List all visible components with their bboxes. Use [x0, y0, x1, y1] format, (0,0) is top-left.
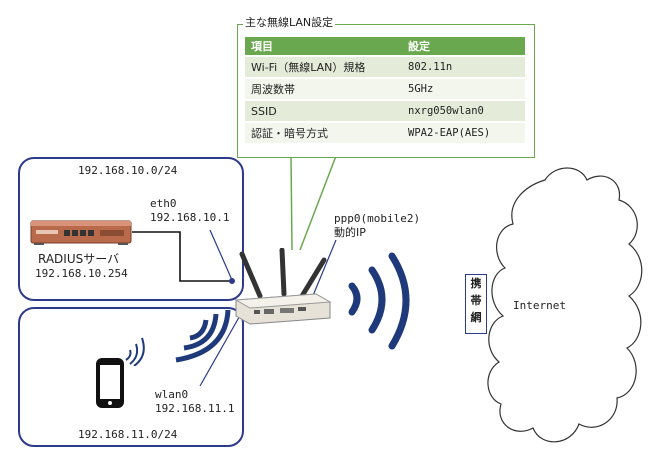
- wlan0-label: wlan0: [155, 388, 189, 401]
- row-value: nxrg050wlan0: [402, 101, 525, 121]
- row-item: SSID: [245, 101, 402, 121]
- radius-server-label: RADIUSサーバ: [38, 252, 120, 266]
- table-row: Wi-Fi（無線LAN）規格 802.11n: [245, 57, 525, 77]
- lan-top-network: 192.168.10.0/24: [78, 164, 178, 177]
- internet-label: Internet: [513, 299, 566, 312]
- wireless-settings-table: 項目 設定 Wi-Fi（無線LAN）規格 802.11n 周波数帯 5GHz S…: [245, 35, 525, 145]
- row-item: Wi-Fi（無線LAN）規格: [245, 57, 402, 77]
- internet-cloud: [487, 167, 643, 443]
- table-row: SSID nxrg050wlan0: [245, 101, 525, 121]
- header-item: 項目: [245, 37, 402, 55]
- header-setting: 設定: [402, 37, 525, 55]
- wlan-waves-icon: [175, 309, 231, 363]
- ppp0-ip-type: 動的IP: [334, 226, 366, 239]
- mobile-network-label: 携 帯 網: [465, 274, 487, 334]
- eth0-ip: 192.168.10.1: [150, 211, 230, 224]
- router-icon: [234, 248, 332, 325]
- table-row: 周波数帯 5GHz: [245, 79, 525, 99]
- eth0-label: eth0: [150, 197, 177, 210]
- radius-server-ip: 192.168.10.254: [35, 267, 128, 280]
- table-row: 認証・暗号方式 WPA2-EAP(AES): [245, 123, 525, 143]
- smartphone-icon: [96, 358, 124, 408]
- row-value: WPA2-EAP(AES): [402, 123, 525, 143]
- mobile-radio-waves-icon: [348, 252, 410, 350]
- lan-bottom-network: 192.168.11.0/24: [78, 428, 178, 441]
- row-value: 5GHz: [402, 79, 525, 99]
- radius-server-icon: [30, 220, 132, 245]
- phone-wifi-icon: [125, 337, 145, 366]
- lan-bottom-box: [18, 307, 244, 447]
- wireless-settings-title: 主な無線LAN設定: [243, 16, 336, 30]
- table-header-row: 項目 設定: [245, 37, 525, 55]
- ppp0-label: ppp0(mobile2): [334, 212, 421, 225]
- row-item: 認証・暗号方式: [245, 123, 402, 143]
- row-item: 周波数帯: [245, 79, 402, 99]
- row-value: 802.11n: [402, 57, 525, 77]
- wlan0-ip: 192.168.11.1: [155, 402, 235, 415]
